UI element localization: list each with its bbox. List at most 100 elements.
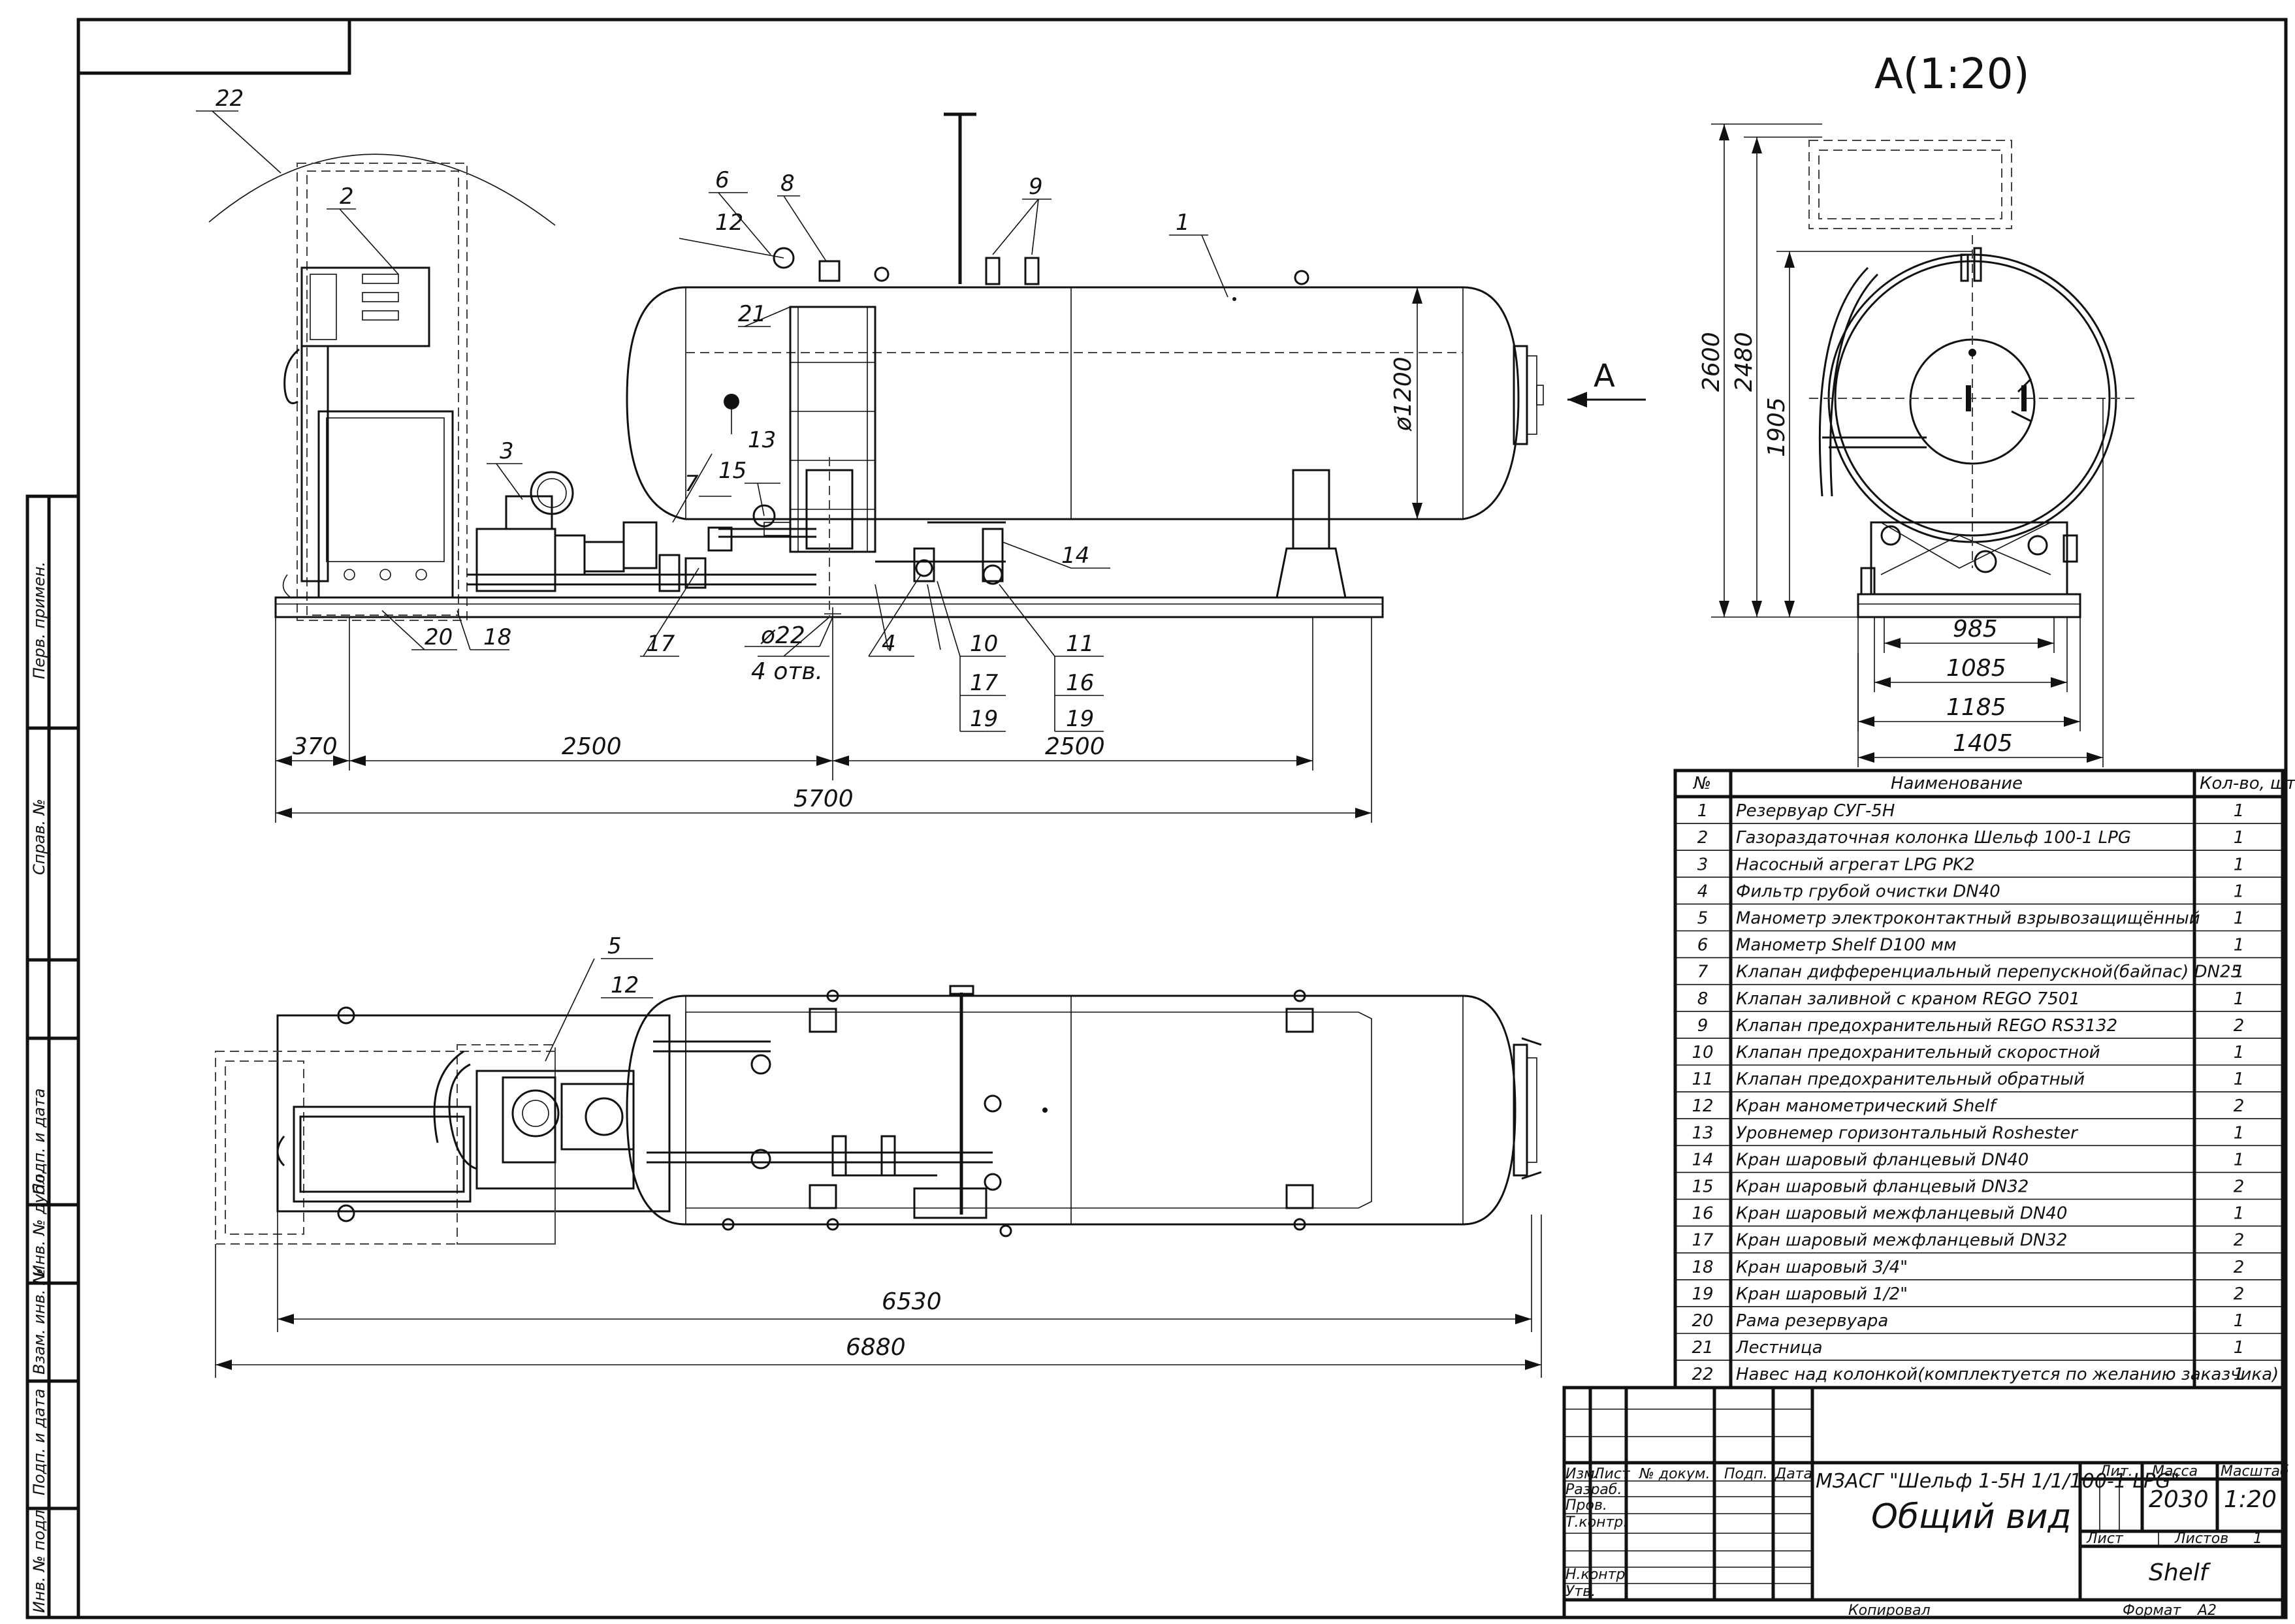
callout-1: 1 <box>1176 210 1190 236</box>
tb-col-doc: № докум. <box>1639 1466 1710 1482</box>
tb-col-izm: Изм. <box>1565 1466 1599 1482</box>
tb-copied: Копировал <box>1848 1602 1931 1619</box>
canopy-outline <box>297 163 468 621</box>
front-view: 22 2 3 6 12 8 9 1 21 13 7 15 14 20 18 17… <box>196 86 1646 823</box>
callout-4: 4 <box>882 631 896 657</box>
table-cell-num: 5 <box>1697 909 1709 929</box>
table-cell-qty: 1 <box>2234 801 2245 821</box>
table-cell-name: Клапан предохранительный скоростной <box>1736 1043 2100 1062</box>
table-cell-name: Кран шаровый 1/2" <box>1736 1284 1908 1304</box>
table-cell-num: 7 <box>1697 963 1709 982</box>
table-cell-name: Кран шаровый 3/4" <box>1736 1258 1908 1277</box>
table-cell-num: 13 <box>1692 1123 1713 1143</box>
tb-sheets-value: 1 <box>2253 1531 2262 1547</box>
table-cell-num: 12 <box>1692 1096 1713 1116</box>
table-cell-qty: 1 <box>2234 882 2245 901</box>
table-cell-num: 6 <box>1697 936 1709 955</box>
dim-2600: 2600 <box>1698 332 1725 392</box>
callout-20: 20 <box>425 624 453 650</box>
tb-mass-value: 2030 <box>2149 1486 2209 1513</box>
callout-21: 21 <box>738 301 766 327</box>
table-cell-qty: 1 <box>2234 1070 2245 1089</box>
table-cell-num: 19 <box>1692 1284 1713 1304</box>
top-left-cell <box>76 18 351 75</box>
table-cell-qty: 1 <box>2234 1204 2245 1224</box>
view-arrow-letter: A <box>1594 358 1615 394</box>
table-cell-num: 20 <box>1692 1311 1713 1331</box>
table-cell-num: 2 <box>1697 828 1709 848</box>
tb-sheet-label: Лист <box>2086 1531 2124 1547</box>
table-cell-name: Клапан заливной с краном REGO 7501 <box>1736 989 2080 1009</box>
dim-1905: 1905 <box>1763 397 1790 457</box>
stamp-perv-primen: Перв. примен. <box>30 562 48 679</box>
title-block: Изм. Лист № докум. Подп. Дата Разраб. Пр… <box>1562 1386 2289 1619</box>
table-cell-name: Уровнемер горизонтальный Roshester <box>1736 1123 2079 1143</box>
callout-2: 2 <box>340 183 354 210</box>
tb-format-label: Формат <box>2123 1602 2181 1619</box>
table-cell-qty: 2 <box>2234 1096 2245 1116</box>
callout-19a: 19 <box>970 706 998 732</box>
dim-holes: 4 отв. <box>751 658 823 685</box>
table-cell-name: Кран шаровый фланцевый DN40 <box>1736 1150 2029 1170</box>
dim-6880: 6880 <box>846 1334 906 1361</box>
table-cell-name: Клапан дифференциальный перепускной(байп… <box>1736 963 2241 982</box>
table-cell-qty: 1 <box>2234 855 2245 874</box>
table-cell-qty: 1 <box>2234 1338 2245 1358</box>
tb-mass-label: Масса <box>2152 1463 2198 1480</box>
table-cell-name: Рама резервуара <box>1736 1311 1888 1331</box>
pump-unit <box>467 471 816 592</box>
table-cell-qty: 1 <box>2234 828 2245 848</box>
callout-9: 9 <box>1029 174 1043 200</box>
table-cell-qty: 2 <box>2234 1231 2245 1250</box>
table-cell-qty: 2 <box>2234 1258 2245 1277</box>
dim-5700: 5700 <box>794 786 854 812</box>
table-cell-num: 8 <box>1697 989 1709 1009</box>
callout-18: 18 <box>483 624 511 650</box>
stamp-podp-data-2: Подп. и дата <box>30 1389 48 1496</box>
table-cell-qty: 1 <box>2234 1365 2245 1384</box>
table-cell-name: Манометр Shelf D100 мм <box>1736 936 1957 955</box>
callout-12a: 12 <box>715 210 743 236</box>
table-cell-name: Кран шаровый фланцевый DN32 <box>1736 1177 2029 1197</box>
tb-org: Shelf <box>2149 1559 2211 1586</box>
table-cell-name: Фильтр грубой очистки DN40 <box>1736 882 2000 901</box>
dim-2480: 2480 <box>1731 332 1757 392</box>
table-cell-num: 17 <box>1692 1231 1714 1250</box>
table-cell-name: Насосный агрегат LPG PK2 <box>1736 855 1975 874</box>
dim-1085: 1085 <box>1946 655 2006 682</box>
table-header-qty: Кол-во, шт <box>2200 774 2295 793</box>
table-cell-name: Манометр электроконтактный взрывозащищён… <box>1736 909 2200 929</box>
tb-col-date: Дата <box>1774 1466 1812 1482</box>
stamp-vzam-inv: Взам. инв. № <box>30 1268 48 1375</box>
callout-10: 10 <box>970 631 998 657</box>
end-view-a: A(1:20) <box>1698 50 2136 767</box>
dim-1200: ø1200 <box>1390 357 1417 432</box>
dim-2500-right: 2500 <box>1045 733 1105 760</box>
table-cell-num: 21 <box>1692 1338 1713 1358</box>
dim-2500-left: 2500 <box>562 733 622 760</box>
ladder <box>789 306 876 617</box>
stamp-inv-dubl: Инв. № дубл. <box>30 1170 48 1277</box>
dispenser <box>282 266 454 599</box>
callout-17: 17 <box>647 631 675 657</box>
tb-lit-label: Лит. <box>2099 1463 2133 1480</box>
tb-row-utv: Утв. <box>1565 1584 1596 1600</box>
valve-group <box>752 504 1006 585</box>
tb-col-list: Лист <box>1593 1466 1631 1482</box>
front-leaders <box>196 110 1228 732</box>
table-cell-num: 16 <box>1692 1204 1713 1224</box>
stamp-inv-podl: Инв. № подл. <box>30 1505 48 1613</box>
callout-7: 7 <box>684 471 699 497</box>
table-cell-num: 3 <box>1697 855 1709 874</box>
callout-5: 5 <box>607 933 622 959</box>
dim-1405: 1405 <box>1953 730 2013 757</box>
stamp-sprav-no: Справ. № <box>30 799 48 875</box>
callout-22: 22 <box>216 86 244 112</box>
tb-row-tkontr: Т.контр. <box>1565 1514 1628 1531</box>
plan-view: 5 12 6530 6880 <box>215 933 1542 1378</box>
table-cell-name: Кран шаровый межфланцевый DN32 <box>1736 1231 2067 1250</box>
table-cell-qty: 1 <box>2234 1043 2245 1062</box>
table-cell-qty: 1 <box>2234 936 2245 955</box>
table-cell-num: 10 <box>1692 1043 1713 1062</box>
